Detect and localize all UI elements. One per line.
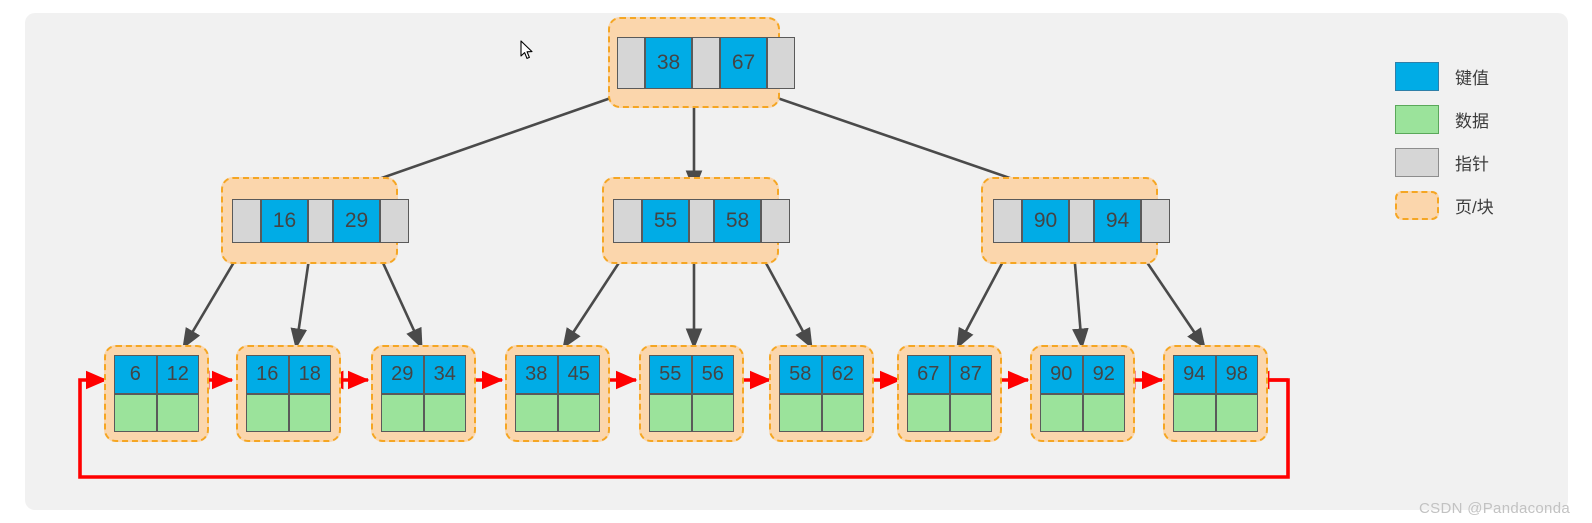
mouse-cursor-icon: [520, 40, 533, 59]
legend-swatch-pointer-icon: [1395, 148, 1439, 177]
internal-left-pointer-2[interactable]: [380, 199, 409, 243]
root-pointer-2[interactable]: [767, 37, 795, 89]
legend-label-key: 键值: [1455, 69, 1489, 88]
leaf-8-data-0[interactable]: [1040, 393, 1083, 432]
leaf-8-key-1[interactable]: 92: [1082, 355, 1125, 394]
internal-right-key-94[interactable]: 94: [1094, 199, 1141, 243]
leaf-7-key-0[interactable]: 67: [907, 355, 950, 394]
internal-middle-key-55[interactable]: 55: [642, 199, 689, 243]
internal-left-key-16[interactable]: 16: [261, 199, 308, 243]
internal-middle-pointer-0[interactable]: [613, 199, 642, 243]
internal-middle-pointer-2[interactable]: [761, 199, 790, 243]
internal-right-pointer-2[interactable]: [1141, 199, 1170, 243]
root-key-38[interactable]: 38: [645, 37, 692, 89]
leaf-2-key-1[interactable]: 18: [288, 355, 331, 394]
leaf-5[interactable]: 55 56: [649, 355, 734, 432]
root-key-67[interactable]: 67: [720, 37, 767, 89]
watermark: CSDN @Pandaconda: [1419, 500, 1570, 517]
legend-label-data: 数据: [1455, 112, 1489, 131]
legend-item-page: 页/块: [1395, 184, 1575, 227]
leaf-9[interactable]: 94 98: [1173, 355, 1258, 432]
root-pointer-1[interactable]: [692, 37, 720, 89]
leaf-4-key-0[interactable]: 38: [515, 355, 558, 394]
leaf-3[interactable]: 29 34: [381, 355, 466, 432]
legend-swatch-page-icon: [1395, 191, 1439, 220]
root-pointer-0[interactable]: [617, 37, 645, 89]
leaf-9-data-0[interactable]: [1173, 393, 1216, 432]
internal-right-pointer-0[interactable]: [993, 199, 1022, 243]
leaf-5-data-1[interactable]: [691, 393, 734, 432]
leaf-6-key-0[interactable]: 58: [779, 355, 822, 394]
legend-label-page: 页/块: [1455, 198, 1494, 217]
leaf-8-key-0[interactable]: 90: [1040, 355, 1083, 394]
leaf-7-key-1[interactable]: 87: [949, 355, 992, 394]
legend-label-pointer: 指针: [1455, 155, 1489, 174]
leaf-6-data-1[interactable]: [821, 393, 864, 432]
internal-middle-key-58[interactable]: 58: [714, 199, 761, 243]
leaf-1[interactable]: 6 12: [114, 355, 199, 432]
leaf-4-data-0[interactable]: [515, 393, 558, 432]
leaf-3-key-1[interactable]: 34: [423, 355, 466, 394]
legend: 键值 数据 指针 页/块: [1395, 55, 1575, 227]
leaf-1-data-1[interactable]: [156, 393, 199, 432]
leaf-6[interactable]: 58 62: [779, 355, 864, 432]
leaf-3-data-0[interactable]: [381, 393, 424, 432]
leaf-9-key-1[interactable]: 98: [1215, 355, 1258, 394]
leaf-1-data-0[interactable]: [114, 393, 157, 432]
leaf-5-key-0[interactable]: 55: [649, 355, 692, 394]
legend-item-pointer: 指针: [1395, 141, 1575, 184]
legend-swatch-key-icon: [1395, 62, 1439, 91]
leaf-5-key-1[interactable]: 56: [691, 355, 734, 394]
leaf-9-data-1[interactable]: [1215, 393, 1258, 432]
internal-node-right[interactable]: 90 94: [993, 199, 1170, 243]
leaf-7-data-1[interactable]: [949, 393, 992, 432]
leaf-4[interactable]: 38 45: [515, 355, 600, 432]
leaf-2-data-1[interactable]: [288, 393, 331, 432]
legend-item-key: 键值: [1395, 55, 1575, 98]
leaf-9-key-0[interactable]: 94: [1173, 355, 1216, 394]
internal-left-pointer-1[interactable]: [308, 199, 333, 243]
leaf-8[interactable]: 90 92: [1040, 355, 1125, 432]
leaf-5-data-0[interactable]: [649, 393, 692, 432]
leaf-1-key-0[interactable]: 6: [114, 355, 157, 394]
leaf-1-key-1[interactable]: 12: [156, 355, 199, 394]
internal-left-pointer-0[interactable]: [232, 199, 261, 243]
leaf-2-data-0[interactable]: [246, 393, 289, 432]
root-node[interactable]: 38 67: [617, 37, 795, 89]
leaf-7-data-0[interactable]: [907, 393, 950, 432]
leaf-4-data-1[interactable]: [557, 393, 600, 432]
leaf-6-data-0[interactable]: [779, 393, 822, 432]
leaf-2-key-0[interactable]: 16: [246, 355, 289, 394]
leaf-8-data-1[interactable]: [1082, 393, 1125, 432]
leaf-7[interactable]: 67 87: [907, 355, 992, 432]
leaf-3-key-0[interactable]: 29: [381, 355, 424, 394]
leaf-6-key-1[interactable]: 62: [821, 355, 864, 394]
legend-swatch-data-icon: [1395, 105, 1439, 134]
internal-right-key-90[interactable]: 90: [1022, 199, 1069, 243]
internal-middle-pointer-1[interactable]: [689, 199, 714, 243]
leaf-2[interactable]: 16 18: [246, 355, 331, 432]
leaf-3-data-1[interactable]: [423, 393, 466, 432]
internal-node-left[interactable]: 16 29: [232, 199, 409, 243]
internal-node-middle[interactable]: 55 58: [613, 199, 790, 243]
internal-right-pointer-1[interactable]: [1069, 199, 1094, 243]
leaf-4-key-1[interactable]: 45: [557, 355, 600, 394]
internal-left-key-29[interactable]: 29: [333, 199, 380, 243]
legend-item-data: 数据: [1395, 98, 1575, 141]
